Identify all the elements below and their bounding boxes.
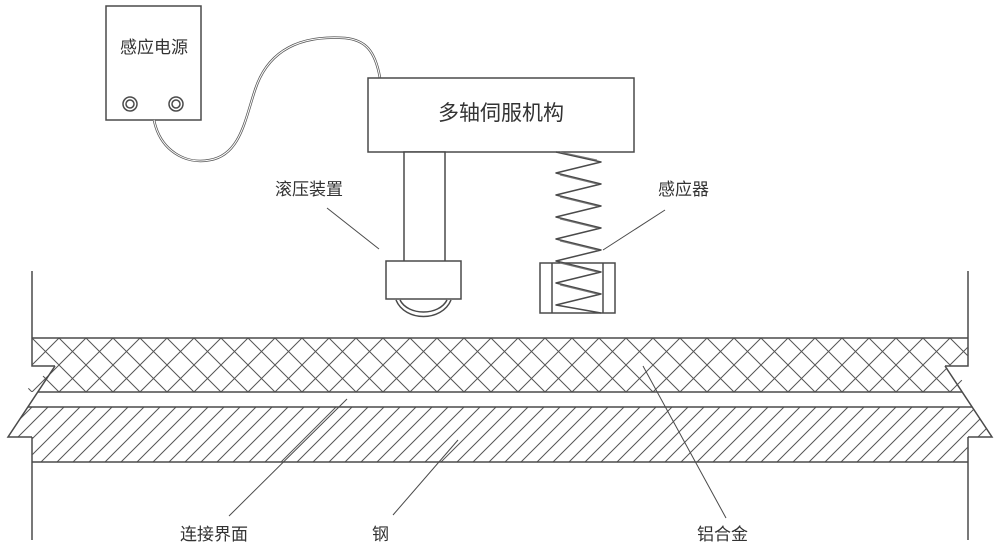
servo-mechanism-box — [367, 77, 635, 153]
aluminum-leader — [642, 365, 727, 519]
bevel-edges — [6, 365, 994, 438]
inductor-coil — [555, 151, 602, 314]
inductor-leader — [602, 209, 666, 251]
roller-device — [385, 151, 462, 318]
terminal-right-icon — [168, 96, 184, 112]
roller-wheel — [395, 299, 452, 318]
servo-mechanism-label: 多轴伺服机构 — [438, 101, 564, 125]
interface-label: 连接界面 — [180, 525, 248, 545]
aluminum-label: 铝合金 — [697, 525, 748, 545]
aluminum-layer — [24, 337, 976, 393]
inductor — [539, 151, 616, 314]
roller-head — [385, 260, 462, 300]
leader-lines — [228, 207, 727, 519]
interface-leader — [228, 398, 348, 517]
power-supply-label: 感应电源 — [120, 38, 188, 58]
container-walls — [31, 271, 969, 540]
roller-leader — [326, 207, 380, 250]
steel-label: 钢 — [372, 525, 389, 545]
roller-device-label: 滚压装置 — [275, 180, 343, 200]
steel-layer — [8, 406, 992, 463]
steel-leader — [392, 439, 459, 516]
terminal-left-icon — [122, 96, 138, 112]
roller-shaft — [403, 151, 446, 263]
power-supply-box — [105, 5, 202, 121]
power-supply — [105, 5, 202, 121]
inductor-label: 感应器 — [658, 180, 709, 200]
